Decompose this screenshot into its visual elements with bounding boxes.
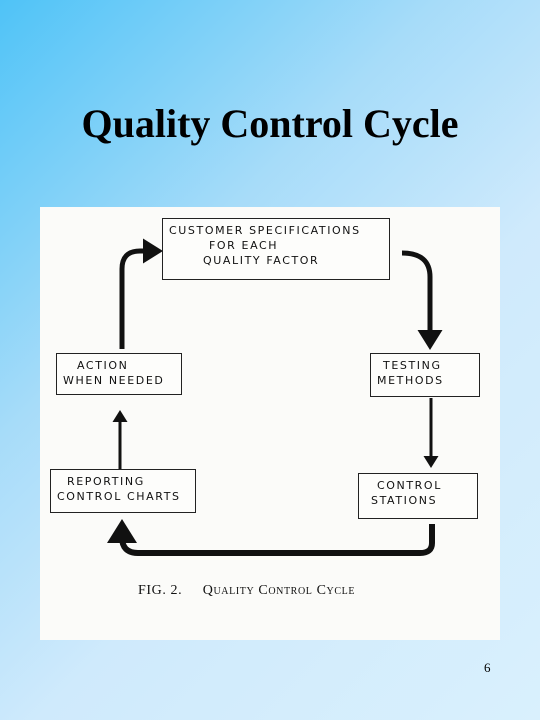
action-when-needed-box: ACTION WHEN NEEDED [56, 353, 182, 395]
control-stations-box: CONTROL STATIONS [358, 473, 478, 519]
slide-title: Quality Control Cycle [81, 101, 459, 146]
figure-number: FIG. 2. [138, 583, 183, 598]
testing-line-1: TESTING [383, 359, 442, 372]
control-line-2: STATIONS [371, 494, 438, 507]
action-line-2: WHEN NEEDED [63, 374, 165, 387]
reporting-control-charts-box: REPORTING CONTROL CHARTS [50, 469, 196, 513]
customer-specifications-line-2: FOR EACH [209, 239, 279, 252]
reporting-line-1: REPORTING [67, 475, 145, 488]
action-line-1: ACTION [77, 359, 129, 372]
control-line-1: CONTROL [377, 479, 442, 492]
arrow-action-to-specifications [119, 238, 163, 349]
arrow-specifications-to-testing [401, 250, 443, 350]
testing-line-2: METHODS [377, 374, 444, 387]
reporting-line-2: CONTROL CHARTS [57, 490, 181, 503]
customer-specifications-box: CUSTOMER SPECIFICATIONS FOR EACH QUALITY… [162, 218, 390, 280]
testing-methods-box: TESTING METHODS [370, 353, 480, 397]
figure-caption-text: Quality Control Cycle [202, 583, 356, 598]
arrow-stations-to-reporting [107, 519, 435, 556]
page-number: 6 [484, 660, 491, 675]
customer-specifications-line-1: CUSTOMER SPECIFICATIONS [169, 224, 361, 237]
customer-specifications-line-3: QUALITY FACTOR [203, 254, 320, 267]
figure-caption: FIG. 2. Quality Control Cycle [138, 583, 438, 599]
quality-control-cycle-figure: CUSTOMER SPECIFICATIONS FOR EACH QUALITY… [40, 207, 500, 640]
cycle-arrows [107, 238, 443, 556]
